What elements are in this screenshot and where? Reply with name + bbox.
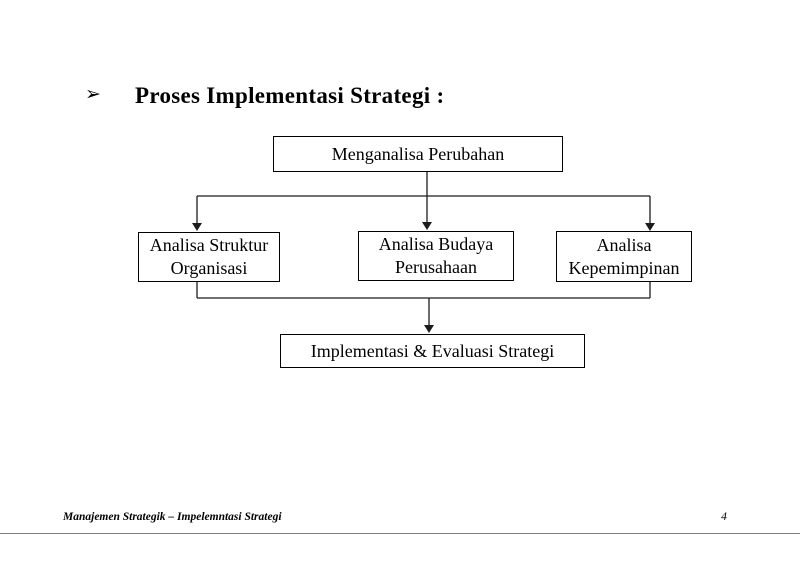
- box-label: Implementasi & Evaluasi Strategi: [310, 340, 555, 361]
- box-analisa-struktur-organisasi: Analisa Struktur Organisasi: [138, 232, 280, 282]
- box-label: Menganalisa Perubahan: [331, 143, 505, 164]
- box-analisa-budaya-perusahaan: Analisa Budaya Perusahaan: [358, 231, 514, 281]
- box-analisa-kepemimpinan: Analisa Kepemimpinan: [556, 231, 692, 282]
- footer-divider: [0, 533, 800, 534]
- box-implementasi-evaluasi-strategi: Implementasi & Evaluasi Strategi: [280, 334, 585, 368]
- footer-course-title: Manajemen Strategik – Impelemntasi Strat…: [63, 511, 282, 523]
- arrowhead-center-icon: [422, 222, 432, 230]
- box-label: Analisa Struktur Organisasi: [149, 235, 269, 278]
- arrowhead-left-icon: [192, 223, 202, 231]
- box-menganalisa-perubahan: Menganalisa Perubahan: [273, 136, 563, 172]
- box-label: Analisa Budaya Perusahaan: [378, 234, 494, 277]
- page-number: 4: [721, 511, 727, 523]
- slide-title: Proses Implementasi Strategi :: [135, 83, 445, 108]
- arrow-bullet-icon: ➢: [85, 84, 101, 105]
- box-label: Analisa Kepemimpinan: [568, 234, 680, 278]
- arrowhead-bottom-icon: [424, 325, 434, 333]
- arrowhead-right-icon: [645, 223, 655, 231]
